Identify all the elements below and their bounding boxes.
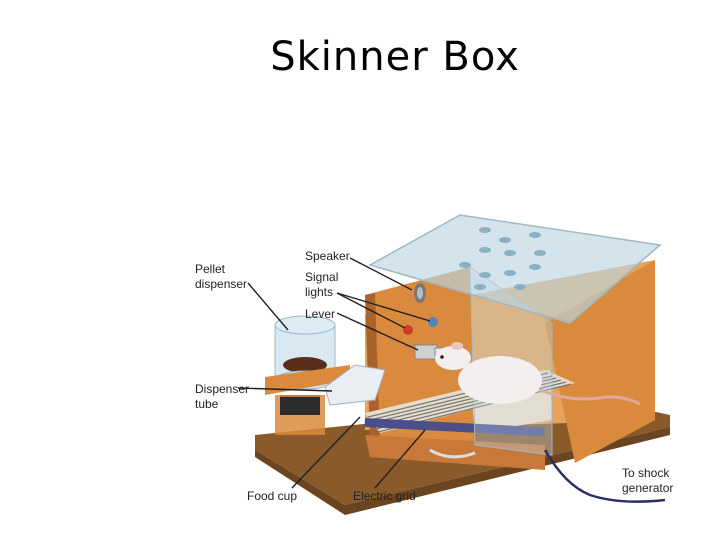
label-electric-grid: Electric grid [353,489,416,503]
label-pellet-dispenser: Pellet dispenser [195,262,248,291]
dispenser-stand [265,365,350,435]
label-signal-lights: Signal lights [305,270,339,299]
lid-holes [459,227,546,290]
page-title: Skinner Box [270,34,520,80]
shock-cable [543,449,666,503]
signal-light-red [403,325,413,335]
label-food-cup: Food cup [247,489,298,503]
label-speaker: Speaker [305,249,350,263]
label-lever: Lever [305,307,336,321]
dispenser-tube [324,364,386,406]
label-to-shock-generator: To shock generator [622,466,674,495]
rat [435,342,641,406]
drawer [365,435,545,470]
label-dispenser-tube: Dispenser tube [195,382,250,411]
signal-light-blue [428,317,438,327]
leader-lines [237,257,431,489]
glass-lid [368,214,662,324]
skinner-box-diagram [237,214,670,515]
speaker [414,283,426,303]
